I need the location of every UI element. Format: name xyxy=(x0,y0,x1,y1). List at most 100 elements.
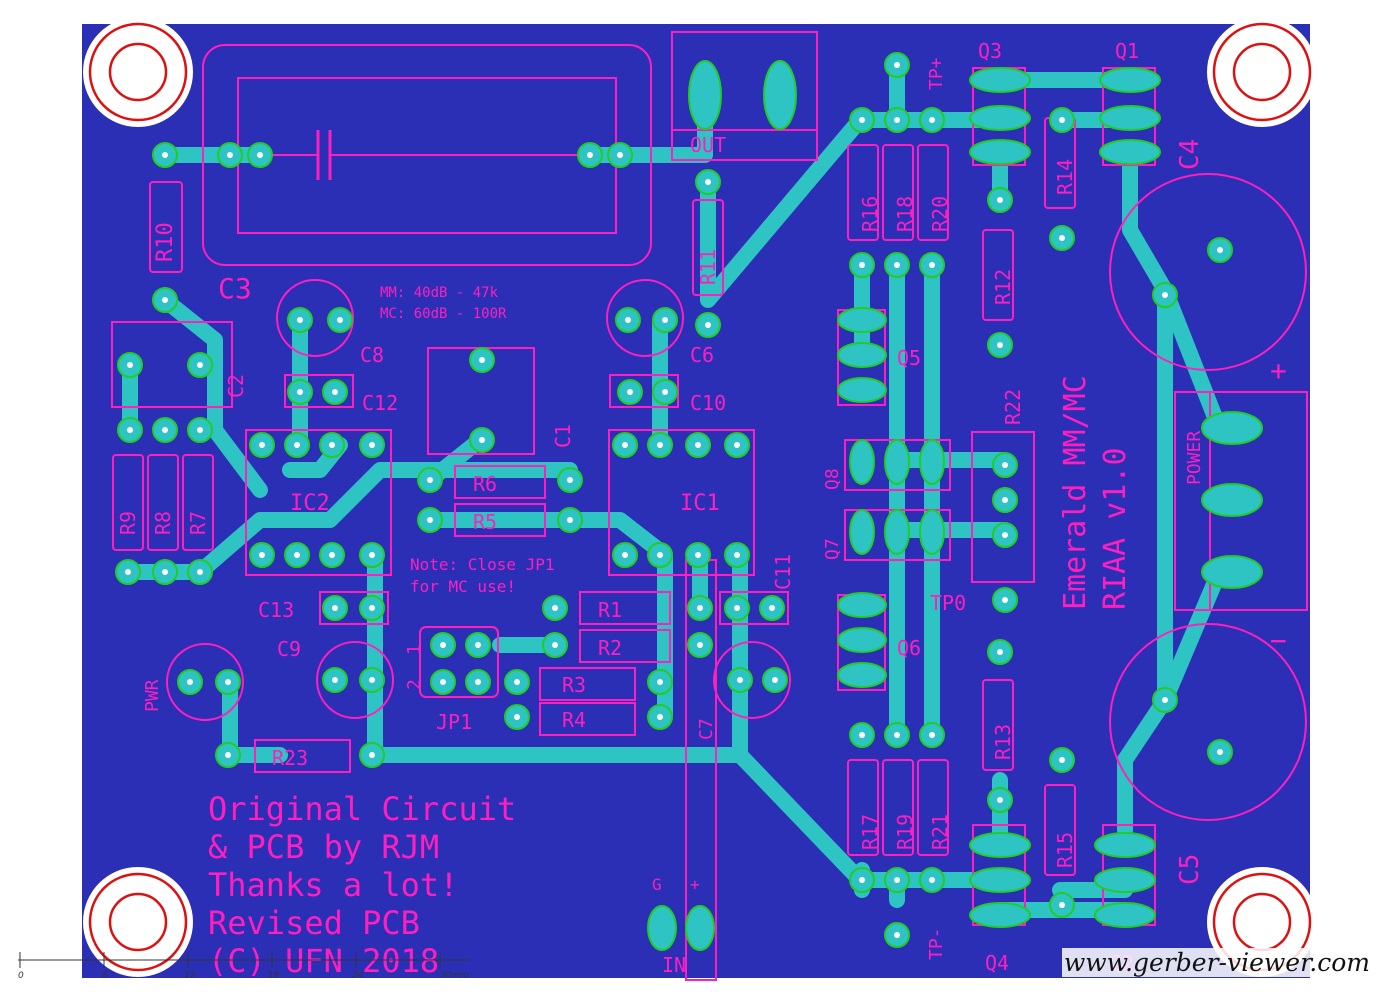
label-q8: Q8 xyxy=(822,468,843,490)
label-tp0: TP0 xyxy=(930,591,966,615)
pad-oval xyxy=(1099,105,1161,131)
credit-line-2: & PCB by RJM xyxy=(208,828,439,866)
pad-drill xyxy=(127,427,133,433)
pad-drill xyxy=(734,552,740,558)
pad-drill xyxy=(187,679,193,685)
label-c9: C9 xyxy=(277,637,301,661)
label-r8: R8 xyxy=(151,511,175,535)
pad-oval xyxy=(1094,902,1156,928)
pad-oval xyxy=(849,509,875,555)
pad-drill xyxy=(734,605,740,611)
pad-drill xyxy=(997,342,1003,348)
pad-drill xyxy=(1162,697,1168,703)
pad-oval xyxy=(969,902,1031,928)
pad-drill xyxy=(162,152,168,158)
pad-drill xyxy=(1059,117,1065,123)
pad-drill xyxy=(657,679,663,685)
label-jp1-pin2: 2 xyxy=(404,679,425,690)
pad-drill xyxy=(294,552,300,558)
label-r20: R20 xyxy=(928,196,952,232)
ruler-tick-6: 6 xyxy=(102,971,108,981)
pad-drill xyxy=(1002,462,1008,468)
pad-drill xyxy=(997,797,1003,803)
pad-drill xyxy=(657,552,663,558)
pad-drill xyxy=(227,152,233,158)
gain-mc-text: MC: 60dB - 100R xyxy=(380,306,507,322)
label-q4: Q4 xyxy=(985,951,1009,975)
pad-oval xyxy=(837,662,887,688)
label-c1: C1 xyxy=(551,424,575,448)
pad-oval xyxy=(837,627,887,653)
pad-oval xyxy=(837,377,887,403)
pad-drill xyxy=(1059,757,1065,763)
pad-drill xyxy=(697,642,703,648)
pad-drill xyxy=(662,317,668,323)
label-in-plus: + xyxy=(690,875,700,894)
pad-oval xyxy=(969,867,1031,893)
label-jp1-pin1: 1 xyxy=(404,644,425,655)
label-r4: R4 xyxy=(562,708,586,732)
brand-watermark: www.gerber-viewer.com xyxy=(1061,948,1372,977)
pad-drill xyxy=(297,389,303,395)
pad-drill xyxy=(294,442,300,448)
credit-line-4: Revised PCB xyxy=(208,904,420,942)
pad-oval xyxy=(837,307,887,333)
label-c13: C13 xyxy=(258,598,294,622)
label-c10: C10 xyxy=(690,391,726,415)
note-line1: Note: Close JP1 xyxy=(410,555,555,574)
pad-oval xyxy=(849,439,875,485)
pad-drill xyxy=(617,152,623,158)
pad-drill xyxy=(332,677,338,683)
pad-drill xyxy=(1162,292,1168,298)
label-c7: C7 xyxy=(696,718,717,740)
pad-drill xyxy=(859,877,865,883)
label-c11: C11 xyxy=(771,554,795,590)
label-ic1: IC1 xyxy=(680,491,720,516)
pad-drill xyxy=(337,317,343,323)
label-r9: R9 xyxy=(116,511,140,535)
pad-drill xyxy=(329,442,335,448)
pad-drill xyxy=(440,642,446,648)
pad-drill xyxy=(162,427,168,433)
board-title-line1: Emerald MM/MC xyxy=(1058,375,1093,610)
pad-drill xyxy=(127,362,133,368)
ruler-tick-24: 24 xyxy=(352,971,364,981)
pad-drill xyxy=(769,605,775,611)
pad-drill xyxy=(997,649,1003,655)
pad-oval xyxy=(969,67,1031,93)
gain-mm-text: MM: 40dB - 47k xyxy=(380,285,499,301)
label-power: POWER xyxy=(1184,431,1205,485)
pad-drill xyxy=(297,317,303,323)
label-c8: C8 xyxy=(360,343,384,367)
label-r13: R13 xyxy=(991,724,1015,760)
pad-drill xyxy=(475,642,481,648)
pad-drill xyxy=(479,357,485,363)
label-pwr-led: PWR xyxy=(142,679,163,712)
label-q1: Q1 xyxy=(1115,39,1139,63)
component-pads xyxy=(115,52,1263,951)
label-r10: R10 xyxy=(153,222,178,262)
pad-drill xyxy=(894,262,900,268)
pad-drill xyxy=(894,732,900,738)
pad-drill xyxy=(622,442,628,448)
pad-drill xyxy=(1059,235,1065,241)
label-tp-plus: TP+ xyxy=(926,57,947,90)
pad-drill xyxy=(657,442,663,448)
pad-drill xyxy=(734,442,740,448)
label-q5: Q5 xyxy=(897,346,921,370)
pad-drill xyxy=(369,752,375,758)
label-q6: Q6 xyxy=(897,636,921,660)
pad-drill xyxy=(332,605,338,611)
pad-oval xyxy=(1094,867,1156,893)
pad-drill xyxy=(552,605,558,611)
scale-ruler: 0 6 12 18 24 30mm xyxy=(18,952,470,981)
pad-oval xyxy=(969,105,1031,131)
pad-drill xyxy=(257,152,263,158)
pad-drill xyxy=(625,317,631,323)
pad-drill xyxy=(705,179,711,185)
label-in-g: G xyxy=(652,875,662,894)
pad-drill xyxy=(929,732,935,738)
pad-drill xyxy=(567,517,573,523)
pad-drill xyxy=(1002,497,1008,503)
pad-oval xyxy=(1094,832,1156,858)
